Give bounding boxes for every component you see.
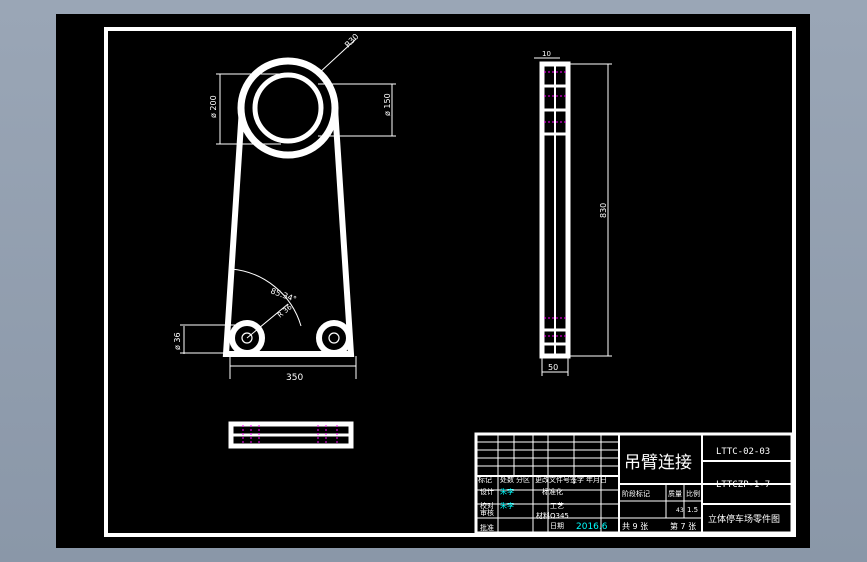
sheets-total: 共 9 张 — [622, 522, 648, 531]
angle-arc — [230, 268, 302, 327]
label-date: 年月日 — [586, 475, 607, 484]
scale-value: 1.5 — [687, 506, 698, 514]
drawing-canvas: R30 ø 200 ø 150 ø 36 R 36 85.34° 350 — [104, 27, 796, 537]
label-count: 处数 — [500, 475, 514, 484]
label-date-field: 日期 — [550, 522, 564, 530]
top-view — [228, 421, 354, 449]
material-value: Q345 — [550, 512, 569, 520]
date-value: 2016.6 — [576, 522, 608, 532]
label-scale: 比例 — [686, 489, 700, 498]
bottom-right-boss — [316, 320, 352, 356]
top-boss-inner — [252, 72, 324, 144]
label-approve: 批准 — [480, 523, 494, 532]
dim-350-text: 350 — [286, 373, 303, 383]
label-signature: 签字 — [570, 475, 584, 484]
label-std: 标准化 — [542, 487, 563, 496]
arm-outline — [222, 107, 355, 357]
part-name: 吊臂连接 — [624, 453, 692, 473]
weight-value: 43 — [676, 507, 684, 514]
bottom-right-hole — [328, 332, 340, 344]
label-design: 设计 — [480, 487, 494, 496]
dim-d36-text: ø 36 — [173, 332, 182, 350]
top-magenta-marks — [242, 425, 338, 445]
dim-d200-text: ø 200 — [209, 95, 218, 118]
title-block — [474, 432, 794, 535]
sheet-border — [104, 27, 796, 537]
radius-leader — [246, 303, 289, 339]
dim-d150-text: ø 150 — [383, 93, 392, 116]
dim-r30-text: R30 — [343, 32, 361, 50]
dim-angle-text: 85.34° — [269, 286, 297, 304]
checker-name: 朱李 — [500, 501, 514, 510]
dim-50-text: 50 — [548, 363, 558, 372]
label-mark: 标记 — [478, 475, 492, 484]
label-zone: 分区 — [516, 475, 530, 484]
label-change-doc: 更改文件号 — [535, 475, 570, 484]
dim-r30-leader — [317, 38, 357, 75]
designer-name: 朱李 — [500, 487, 514, 496]
bottom-left-hole — [241, 332, 253, 344]
side-view — [534, 57, 612, 376]
drawing-sheet: R30 ø 200 ø 150 ø 36 R 36 85.34° 350 — [56, 14, 810, 548]
front-view — [180, 38, 396, 379]
label-process: 工艺 — [550, 502, 564, 510]
sheet-number: 第 7 张 — [670, 521, 696, 531]
dim-10-text: 10 — [542, 50, 551, 58]
label-review: 审核 — [480, 508, 494, 517]
label-stage: 阶段标记 — [622, 489, 650, 498]
label-check: 校对 — [480, 501, 494, 510]
label-weight: 质量 — [668, 489, 682, 498]
company-name: 立体停车场零件图 — [708, 513, 780, 525]
assembly-number: LTTCZP-1-7 — [716, 480, 770, 490]
label-material: 材料 — [536, 511, 550, 520]
drawing-number: LTTC-02-03 — [716, 447, 770, 457]
dim-830-text: 830 — [599, 203, 608, 218]
